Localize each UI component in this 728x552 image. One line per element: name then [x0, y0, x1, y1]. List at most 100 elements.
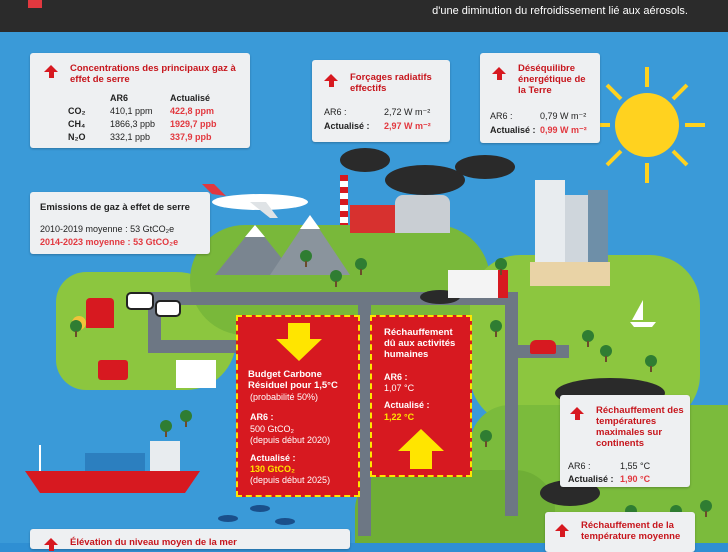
ghg-updated-value: 422,8 ppm — [170, 106, 215, 116]
header-bar: d'une diminution du refroidissement lié … — [0, 0, 728, 32]
tree — [180, 410, 192, 427]
emissions-card: Emissions de gaz à effet de serre 2010-2… — [30, 192, 210, 254]
down-arrow-icon — [276, 323, 322, 361]
up-arrow-icon — [44, 65, 58, 78]
budget-title: Budget Carbone Résiduel pour 1,5°C — [248, 369, 338, 391]
emissions-value-2: 53 GtCO₂e — [133, 237, 179, 247]
imbalance-ar6-value: 0,79 W m⁻² — [540, 111, 587, 121]
road-left-loop — [148, 340, 242, 353]
ghg-updated-value: 337,9 ppb — [170, 132, 212, 142]
farmhouse — [176, 360, 216, 388]
budget-probability: (probabilité 50%) — [250, 392, 319, 402]
fish-icon — [275, 518, 295, 525]
ghg-col-ar6: AR6 — [110, 93, 129, 103]
brand-mark — [28, 0, 42, 8]
sailboat-icon — [630, 300, 656, 327]
forcing-ar6-label: AR6 : — [324, 107, 347, 117]
up-arrow-icon — [44, 538, 58, 551]
emissions-title: Emissions de gaz à effet de serre — [40, 202, 190, 213]
budget-updated-value: 130 GtCO₂ — [250, 464, 296, 474]
imbalance-title: Déséquilibre énergétique de la Terre — [518, 63, 586, 96]
smoke-cloud-3 — [455, 155, 515, 179]
up-arrow-icon — [324, 74, 338, 87]
truck — [448, 270, 508, 298]
ghg-ar6-value: 410,1 ppm — [110, 106, 153, 116]
airplane-icon — [202, 184, 308, 218]
mountains — [215, 215, 350, 275]
imbalance-updated-value: 0,99 W m⁻² — [540, 125, 587, 135]
tree — [490, 320, 502, 337]
forcing-ar6-value: 2,72 W m⁻² — [384, 107, 431, 117]
up-arrow-icon — [398, 429, 444, 469]
forcing-updated-label: Actualisé : — [324, 121, 370, 131]
budget-updated-note: (depuis début 2025) — [250, 475, 331, 485]
barn — [86, 298, 114, 328]
smoke-cloud-2 — [385, 165, 465, 195]
tree — [160, 420, 172, 437]
skyscraper-3 — [588, 190, 608, 275]
emissions-line2: 2014-2023 moyenne : 53 GtCO₂e — [40, 237, 210, 247]
budget-ar6-value: 500 GtCO₂ — [250, 424, 295, 434]
tree — [70, 320, 82, 337]
ghg-row: CO₂ 410,1 ppm 422,8 ppm — [68, 106, 248, 116]
emissions-period-1: 2010-2019 moyenne : — [40, 224, 128, 234]
tree — [700, 500, 712, 517]
human-ar6-value: 1,07 °C — [384, 383, 415, 393]
emissions-period-2: 2014-2023 moyenne : — [40, 237, 131, 247]
car — [530, 340, 556, 354]
sea-level-card: Élévation du niveau moyen de la mer — [30, 529, 350, 551]
cow — [126, 292, 154, 310]
ghg-ar6-value: 1866,3 ppb — [110, 119, 156, 129]
sun-icon — [590, 67, 705, 183]
island-bottom-center — [355, 470, 555, 543]
ghg-updated-value: 1929,7 ppb — [170, 119, 217, 129]
tractor — [98, 360, 128, 380]
tree — [480, 430, 492, 447]
forcing-updated-value: 2,97 W m⁻² — [384, 121, 431, 131]
ghg-row: CH₄ 1866,3 ppb 1929,7 ppb — [68, 119, 248, 129]
landmax-title: Réchauffement des températures maximales… — [596, 405, 684, 449]
budget-ar6-label: AR6 : — [250, 412, 274, 422]
tree — [330, 270, 342, 287]
landmax-ar6-value: 1,55 °C — [620, 461, 651, 471]
human-title: Réchauffement dû aux activités humaines — [384, 327, 456, 360]
budget-ar6-note: (depuis début 2020) — [250, 435, 331, 445]
tree — [582, 330, 594, 347]
ship-icon — [25, 441, 200, 493]
cow — [155, 300, 181, 317]
ghg-title: Concentrations des principaux gaz à effe… — [70, 63, 236, 85]
cooling-towers — [395, 195, 450, 233]
mean-temp-card: Réchauffement de la température moyenne — [545, 512, 695, 552]
land-max-temp-card: Réchauffement des températures maximales… — [560, 395, 690, 487]
landmax-updated-label: Actualisé : — [568, 474, 614, 484]
tree — [495, 258, 507, 275]
ghg-concentrations-card: Concentrations des principaux gaz à effe… — [30, 53, 250, 148]
header-note: d'une diminution du refroidissement lié … — [432, 5, 688, 17]
forcing-title: Forçages radiatifs effectifs — [350, 72, 432, 94]
tree — [645, 355, 657, 372]
road-vertical-center — [358, 292, 371, 536]
human-warming-panel: Réchauffement dû aux activités humaines … — [370, 315, 472, 477]
town-houses — [530, 262, 610, 286]
imbalance-ar6-label: AR6 : — [490, 111, 513, 121]
budget-updated-label: Actualisé : — [250, 453, 296, 463]
ghg-gas: CO₂ — [68, 106, 86, 116]
road-right — [505, 292, 518, 516]
tree — [355, 258, 367, 275]
smoke-cloud-1 — [340, 148, 390, 172]
human-ar6-label: AR6 : — [384, 372, 408, 382]
carbon-budget-panel: Budget Carbone Résiduel pour 1,5°C (prob… — [236, 315, 360, 497]
up-arrow-icon — [570, 407, 584, 420]
ghg-ar6-value: 332,1 ppb — [110, 132, 151, 142]
meantemp-title: Réchauffement de la température moyenne — [581, 520, 681, 542]
landmax-updated-value: 1,90 °C — [620, 474, 651, 484]
imbalance-updated-label: Actualisé : — [490, 125, 536, 135]
fish-icon — [250, 505, 270, 512]
up-arrow-icon — [555, 524, 569, 537]
landmax-ar6-label: AR6 : — [568, 461, 591, 471]
human-updated-label: Actualisé : — [384, 400, 430, 410]
ghg-col-updated: Actualisé — [170, 93, 211, 103]
ghg-gas: CH₄ — [68, 119, 86, 129]
energy-imbalance-card: Déséquilibre énergétique de la Terre AR6… — [480, 53, 600, 143]
